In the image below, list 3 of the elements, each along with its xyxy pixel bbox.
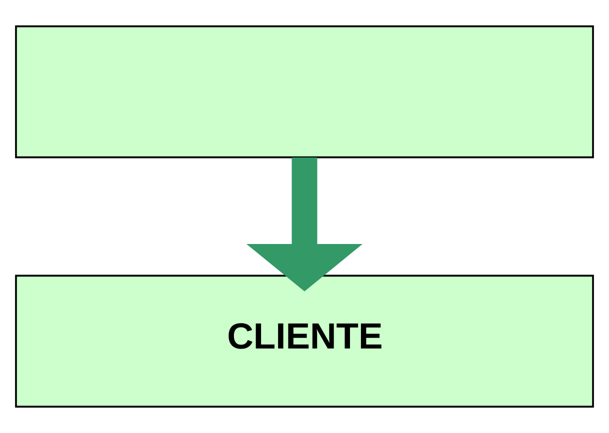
node-box: CLIENTE	[15, 274, 594, 408]
node-box	[15, 25, 594, 158]
arrow	[246, 158, 363, 292]
